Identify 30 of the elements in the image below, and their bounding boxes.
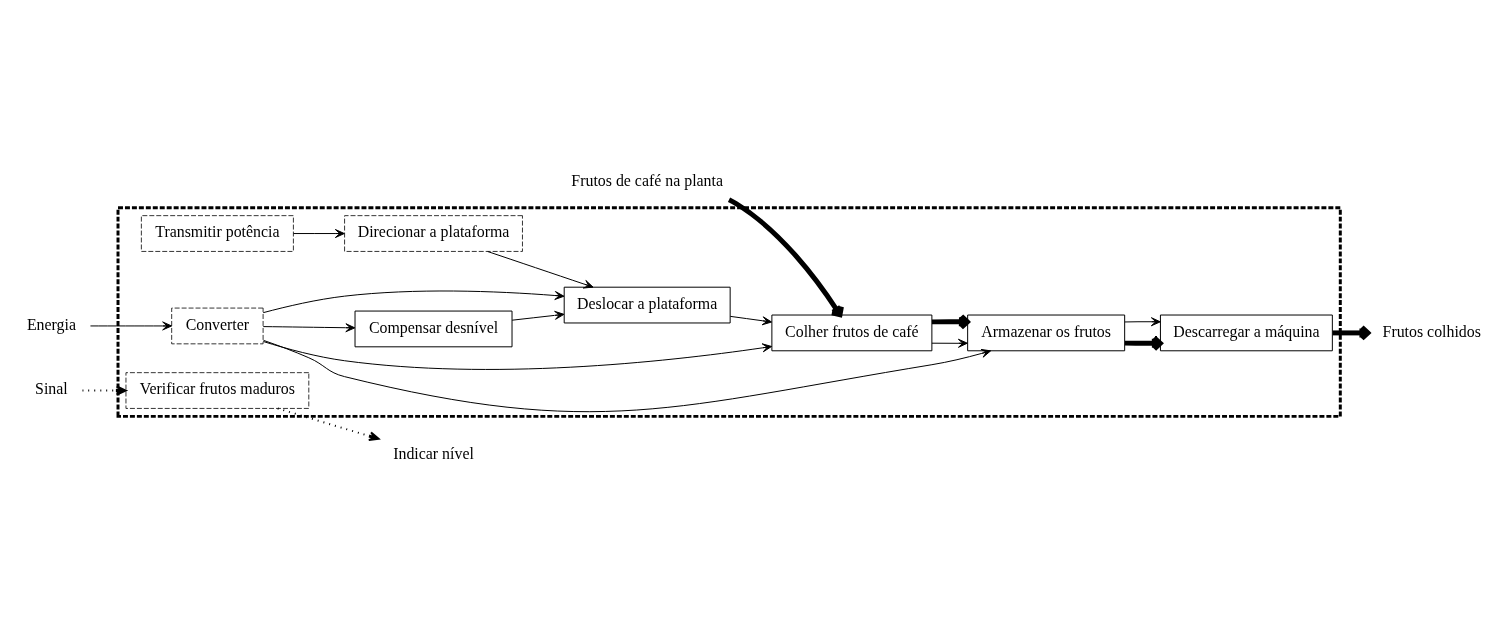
node-box: Descarregar a máquina (1159, 314, 1333, 352)
node-text: Frutos de café na planta (571, 171, 723, 189)
arrow (263, 339, 992, 413)
node-text: Indicar nível (393, 444, 474, 462)
node-text: Energia (26, 315, 76, 333)
arrow (1124, 317, 1161, 327)
arrow (931, 313, 970, 330)
node-box: Verificar frutos maduros (125, 372, 310, 409)
node-text: Frutos colhidos (1382, 322, 1481, 340)
node-box: Converter (171, 307, 264, 345)
node-box: Transmitir potência (140, 215, 294, 252)
node-text: Sinal (35, 380, 68, 398)
arrow (293, 229, 345, 239)
arrow (1124, 335, 1163, 352)
arrow (931, 338, 968, 348)
node-box: Colher frutos de café (771, 314, 933, 352)
node-box: Direcionar a plataforma (344, 215, 523, 252)
arrow (511, 310, 565, 321)
node-box: Deslocar a plataforma (563, 286, 731, 324)
arrow (262, 323, 356, 333)
node-box: Compensar desnível (354, 310, 513, 348)
arrow (89, 321, 173, 331)
arrow (81, 385, 127, 396)
arrow (262, 290, 565, 314)
node-box: Armazenar os frutos (967, 314, 1126, 352)
arrow (1332, 324, 1371, 341)
arrow (487, 251, 594, 289)
arrow (729, 315, 773, 326)
arrow (262, 341, 773, 370)
arrow (727, 197, 844, 318)
